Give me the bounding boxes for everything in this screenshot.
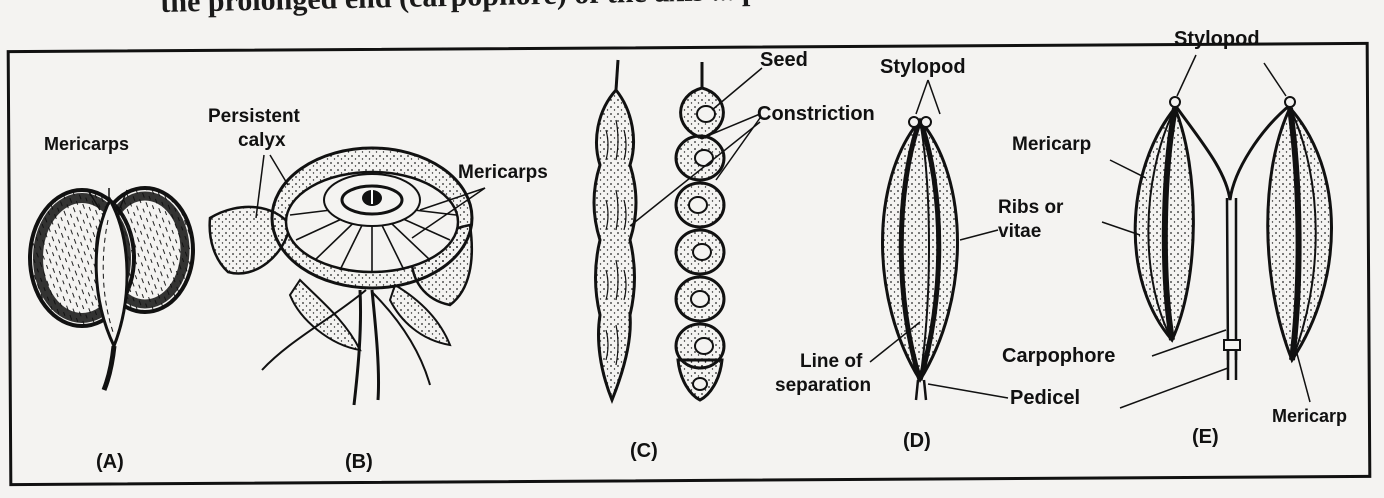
label-carpophore: Carpophore [1002,345,1115,367]
panel-b-drawing [210,148,472,405]
panel-c-drawing [594,60,724,400]
label-mericarps-a: Mericarps [44,134,129,154]
caption-a: (A) [96,451,124,473]
label-pedicel: Pedicel [1010,387,1080,409]
panel-d-drawing [883,117,958,400]
label-mericarp-e-bottom: Mericarp [1272,406,1347,426]
panel-a-drawing [30,188,193,390]
caption-e: (E) [1192,426,1219,448]
label-stylopod-e: Stylopod [1174,28,1260,50]
label-stylopod-d: Stylopod [880,56,966,78]
label-calyx: calyx [238,130,286,151]
caption-b: (B) [345,451,373,473]
label-persistent: Persistent [208,106,301,127]
label-mericarp-e-top: Mericarp [1012,134,1091,155]
caption-d: (D) [903,430,931,452]
label-seed: Seed [760,49,808,71]
label-constriction: Constriction [757,103,875,125]
label-separation: separation [775,375,871,396]
panel-e-drawing [1135,97,1331,380]
label-ribs: Ribs or [998,197,1064,218]
label-vitae: vitae [998,221,1041,242]
label-line-of: Line of [800,351,863,372]
caption-c: (C) [630,440,658,462]
label-mericarps-b: Mericarps [458,162,548,183]
